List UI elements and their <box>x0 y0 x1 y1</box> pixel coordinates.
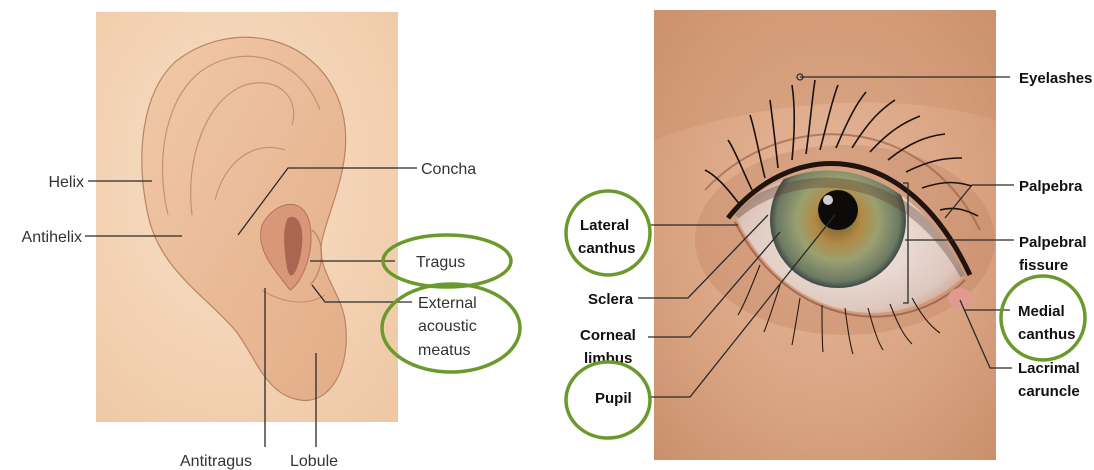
pupil-shape <box>818 190 858 230</box>
corneal-limbus-label-line1: Corneal <box>580 327 636 344</box>
antihelix-label: Antihelix <box>22 229 82 246</box>
lateral-canthus-label-line1: Lateral <box>580 217 629 234</box>
palpebra-label: Palpebra <box>1019 178 1083 195</box>
antitragus-label: Antitragus <box>180 453 252 470</box>
pupil-highlight <box>823 195 833 205</box>
sclera-label: Sclera <box>588 291 634 308</box>
external-meatus-label-line3: meatus <box>418 342 470 359</box>
lacrimal-caruncle-label-line2: caruncle <box>1018 383 1080 400</box>
helix-label: Helix <box>48 174 84 191</box>
tragus-label: Tragus <box>416 254 465 271</box>
ear-illustration <box>96 12 398 422</box>
external-meatus-label-line2: acoustic <box>418 318 477 335</box>
eyelashes-label: Eyelashes <box>1019 70 1092 87</box>
medial-canthus-label-line2: canthus <box>1018 326 1076 343</box>
medial-canthus-label-line1: Medial <box>1018 303 1065 320</box>
lobule-label: Lobule <box>290 453 338 470</box>
caruncle-shape <box>948 288 972 308</box>
concha-label: Concha <box>421 161 476 178</box>
lacrimal-caruncle-label-line1: Lacrimal <box>1018 360 1080 377</box>
pupil-label: Pupil <box>595 390 632 407</box>
external-meatus-label-line1: External <box>418 295 477 312</box>
lateral-canthus-label-line2: canthus <box>578 240 636 257</box>
palpebral-fissure-label-line2: fissure <box>1019 257 1068 274</box>
palpebral-fissure-label-line1: Palpebral <box>1019 234 1087 251</box>
